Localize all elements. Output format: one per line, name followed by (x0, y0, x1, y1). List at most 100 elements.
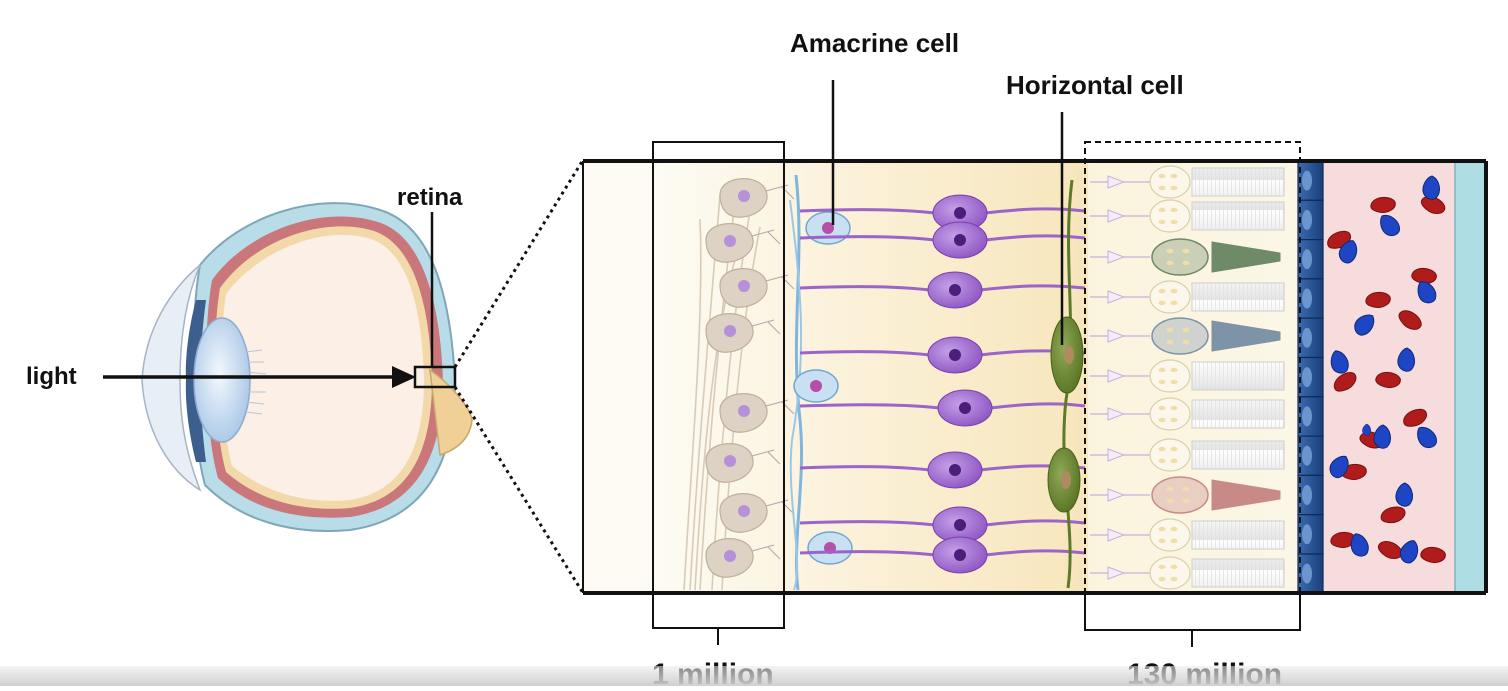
light-arrowhead (392, 366, 416, 388)
rod-organelle (1170, 173, 1178, 179)
ganglion-axon (721, 226, 761, 591)
blue-blood-cell (1380, 214, 1400, 237)
rod-organelle (1170, 446, 1178, 452)
rod-organelle (1158, 219, 1166, 225)
rod-organelle (1158, 526, 1166, 532)
cone-organelle (1182, 339, 1190, 345)
synaptic-terminal (1107, 290, 1126, 304)
epithelium-nucleus (1302, 445, 1312, 466)
cone-organelle (1166, 248, 1174, 254)
horizontal-cells (1047, 179, 1084, 589)
bipolar-dendrite (984, 519, 1086, 527)
red-blood-cell (1411, 267, 1437, 285)
ganglion-nucleus (738, 280, 750, 292)
epithelium-nucleus (1302, 249, 1312, 270)
epithelium-nucleus (1302, 485, 1312, 505)
blue-blood-cell (1399, 540, 1419, 564)
amacrine-dendrite (794, 174, 803, 591)
ganglion-axon (683, 218, 702, 591)
rod-organelle (1158, 538, 1166, 544)
rod-organelle (1170, 288, 1178, 294)
ganglion-dendrite (751, 544, 781, 560)
optic-nerve (429, 368, 473, 457)
cone-organelle (1166, 260, 1174, 266)
rod-organelle (1170, 576, 1178, 582)
cone-green-outer-segment (1211, 241, 1281, 273)
horizontal-nucleus (1061, 471, 1071, 489)
bottom-fade-bar (0, 666, 1508, 686)
ganglion-nucleus (724, 550, 736, 562)
bipolar-axon (799, 550, 936, 557)
vitreous-body (221, 234, 424, 501)
rod-nucleus (1149, 280, 1191, 314)
blue-blood-cell (1422, 175, 1440, 200)
rod-organelle (1158, 300, 1166, 306)
rod-organelle (1170, 417, 1178, 423)
ganglion-dendrite (751, 449, 781, 465)
red-blood-cell (1375, 371, 1401, 389)
light-label: light (26, 363, 77, 390)
rod-organelle (1170, 405, 1178, 411)
bipolar-axon (799, 285, 931, 292)
rod-organelle (1158, 417, 1166, 423)
ganglion-nucleus (724, 455, 736, 467)
epithelium-nucleus (1302, 170, 1312, 191)
bipolar-dendrite (989, 402, 1086, 410)
cone-organelle (1166, 486, 1174, 492)
red-blood-cell (1403, 408, 1427, 427)
rod-organelle (1158, 288, 1166, 294)
cone-blue-nucleus (1151, 317, 1209, 355)
rod-organelle (1158, 379, 1166, 385)
sclera-layer (1455, 161, 1486, 593)
blue-blood-cell (1350, 533, 1369, 557)
rod-organelle (1170, 367, 1178, 373)
blue-blood-cell (1362, 423, 1371, 436)
amacrine-nucleus (810, 380, 822, 392)
red-blood-cell (1333, 372, 1357, 392)
epithelium-nucleus (1302, 563, 1312, 584)
rod-organelle (1158, 173, 1166, 179)
rod-organelle (1158, 576, 1166, 582)
bipolar-cells (799, 194, 1086, 574)
bipolar-nucleus (954, 519, 966, 531)
red-blood-cell (1380, 506, 1406, 524)
retina-label: retina (397, 184, 463, 211)
rod-organelle (1170, 538, 1178, 544)
synaptic-terminal (1107, 369, 1126, 383)
epithelium-nucleus (1302, 327, 1312, 348)
bipolar-axon (799, 403, 941, 410)
blue-blood-cell (1417, 281, 1437, 304)
cone-blue-outer-segment (1211, 320, 1281, 352)
bipolar-axon (799, 235, 936, 242)
horizontal-nucleus (1064, 346, 1074, 364)
blue-blood-cell (1330, 350, 1349, 374)
blue-blood-cell (1354, 314, 1375, 336)
rod-organelle (1158, 367, 1166, 373)
retina-cross-section (582, 80, 1488, 647)
bipolar-nucleus (949, 349, 961, 361)
horizontal-cell-label: Horizontal cell (1006, 70, 1184, 100)
bipolar-nucleus (949, 464, 961, 476)
photoreceptor-cells (1090, 165, 1285, 590)
synaptic-terminal (1107, 448, 1126, 462)
bipolar-dendrite (984, 549, 1086, 557)
blue-blood-cell (1373, 424, 1391, 449)
blue-blood-cell (1395, 482, 1413, 507)
blue-blood-cell (1417, 426, 1437, 449)
epithelium-nucleus (1302, 367, 1312, 388)
rod-outer-segment (1191, 361, 1285, 391)
bipolar-axon (799, 465, 931, 472)
rod-outer-segment (1191, 282, 1285, 312)
cone-organelle (1182, 327, 1190, 333)
rod-outer-segment (1191, 520, 1285, 550)
cone-organelle (1182, 260, 1190, 266)
synaptic-terminal (1107, 407, 1126, 421)
rod-organelle (1170, 185, 1178, 191)
cone-organelle (1182, 248, 1190, 254)
rod-nucleus (1149, 518, 1191, 552)
blood-cells (1327, 175, 1446, 564)
ganglion-nucleus (738, 505, 750, 517)
rod-organelle (1170, 458, 1178, 464)
rod-organelle (1158, 564, 1166, 570)
